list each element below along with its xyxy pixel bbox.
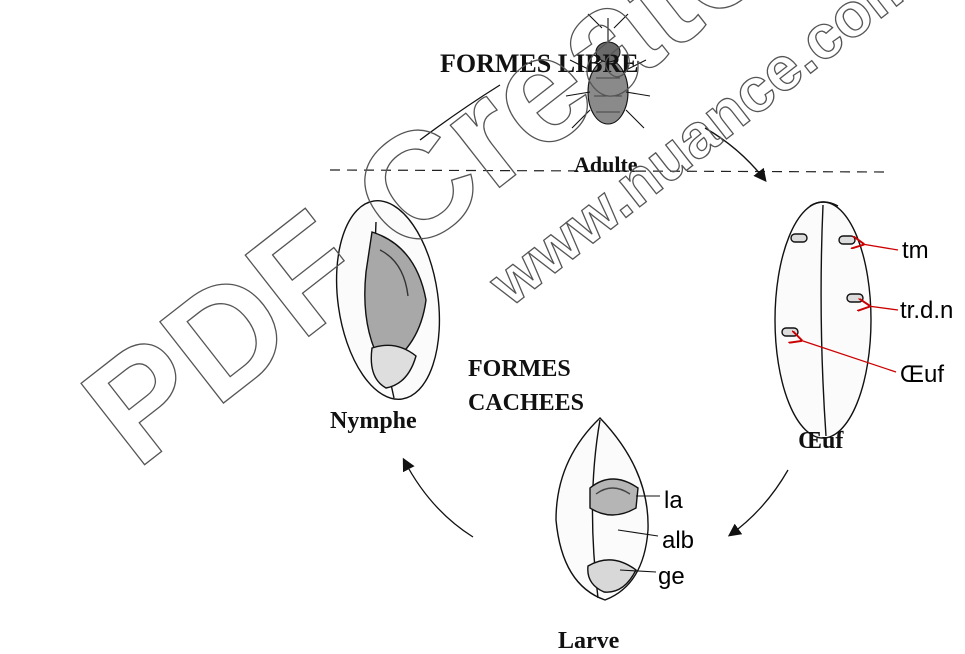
- arrow-larva-to-nymph: [404, 460, 473, 537]
- pdf-create-watermark: PDF Create!: [53, 0, 833, 496]
- watermark-line1: PDF Create!: [53, 0, 833, 496]
- egg-pointer-trdn: [868, 306, 898, 310]
- hidden-forms-label-line2: CACHEES: [468, 390, 584, 416]
- grain-egg-icon: [775, 202, 871, 438]
- larva-annotation-ge: ge: [658, 563, 685, 590]
- grain-larva-icon: [556, 418, 648, 600]
- larva-annotation-la: la: [664, 487, 683, 514]
- egg-annotation-tm: tm: [902, 237, 929, 264]
- egg-annotation-oeuf: Œuf: [900, 361, 944, 388]
- hidden-forms-label-line1: FORMES: [468, 356, 571, 382]
- larva-annotation-alb: alb: [662, 527, 694, 554]
- stage-label-nymph: Nymphe: [330, 408, 417, 434]
- stage-label-larva: Larve: [558, 628, 620, 654]
- arrow-egg-to-larva: [730, 470, 788, 535]
- egg-annotation-trdn: tr.d.n: [900, 297, 953, 324]
- stage-label-egg: Œuf: [798, 428, 844, 454]
- egg-pointer-tm: [862, 244, 898, 250]
